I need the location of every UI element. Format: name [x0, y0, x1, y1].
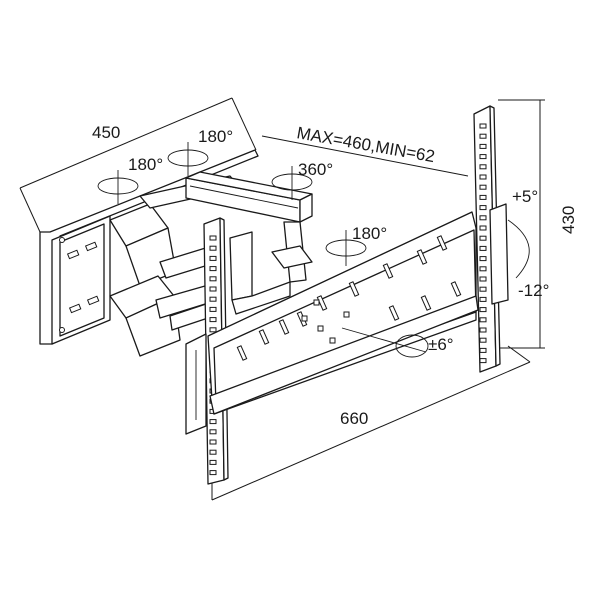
- mount-hole: [479, 205, 487, 211]
- mount-hole: [236, 345, 248, 361]
- mount-hole: [479, 154, 487, 160]
- mount-hole: [258, 329, 270, 345]
- arm-beam: [185, 171, 313, 223]
- mount-hole: [450, 281, 462, 297]
- rotation-icon-wall-b: [167, 142, 209, 176]
- mount-hole: [479, 235, 487, 241]
- mount-hole: [209, 296, 217, 302]
- mount-hole: [479, 266, 487, 272]
- tv-rail-right: [473, 105, 509, 373]
- wall-plate: [39, 149, 259, 345]
- mount-hole: [209, 327, 217, 333]
- mount-hole: [479, 276, 487, 282]
- mount-hole: [479, 307, 487, 313]
- mount-hole: [313, 299, 320, 306]
- label-rot-mid: 360°: [298, 160, 333, 179]
- label-height: 430: [559, 206, 578, 234]
- mount-hole: [301, 315, 308, 322]
- label-depth: 450: [92, 123, 120, 142]
- mount-hole: [479, 347, 487, 353]
- mount-hole: [479, 215, 487, 221]
- mount-hole: [479, 174, 487, 180]
- cross-plate: [207, 211, 479, 415]
- label-rot-wall-b: 180°: [198, 127, 233, 146]
- dimension-height: [498, 99, 545, 349]
- label-level: ±6°: [428, 335, 454, 354]
- mount-hole: [329, 337, 336, 344]
- mount-hole: [479, 337, 487, 343]
- mount-hole: [420, 295, 432, 311]
- mount-hole: [479, 327, 487, 333]
- level-icon: [341, 327, 429, 358]
- dimension-extension: [261, 135, 469, 177]
- arm-vertical-link: [229, 221, 313, 315]
- label-rot-head: 180°: [352, 224, 387, 243]
- mount-hole: [479, 245, 487, 251]
- mount-hole: [209, 245, 217, 251]
- mount-hole: [479, 133, 487, 139]
- rotation-icon-wall-a: [97, 170, 139, 204]
- mount-hole: [343, 311, 350, 318]
- mount-hole: [317, 325, 324, 332]
- mount-hole: [209, 235, 217, 241]
- mount-hole: [479, 317, 487, 323]
- mount-hole: [479, 286, 487, 292]
- mount-hole: [209, 449, 217, 455]
- dimension-depth: [19, 97, 257, 233]
- mount-hole: [278, 319, 290, 335]
- rotation-icon-head: [325, 230, 367, 266]
- mount-hole: [479, 296, 487, 302]
- rotation-icon-mid: [271, 166, 313, 200]
- mount-hole: [479, 164, 487, 170]
- mount-hole: [209, 306, 217, 312]
- mount-hole: [479, 194, 487, 200]
- mount-hole: [479, 358, 487, 364]
- mount-hole: [209, 459, 217, 465]
- mount-hole: [316, 295, 328, 311]
- mount-hole: [416, 249, 428, 265]
- label-tilt-up: +5°: [512, 187, 538, 206]
- mount-hole: [209, 276, 217, 282]
- mount-hole: [382, 263, 394, 279]
- mount-hole: [479, 184, 487, 190]
- label-tilt-down: -12°: [518, 281, 549, 300]
- mount-hole: [479, 225, 487, 231]
- mount-hole: [209, 286, 217, 292]
- mount-hole: [388, 305, 400, 321]
- mount-hole: [209, 266, 217, 272]
- mount-hole: [348, 281, 360, 297]
- mount-hole: [209, 470, 217, 476]
- label-width: 660: [340, 409, 368, 428]
- mount-hole: [209, 317, 217, 323]
- mount-hole: [209, 439, 217, 445]
- mount-hole: [209, 255, 217, 261]
- tilt-arc-icon: [507, 219, 530, 279]
- mount-hole: [479, 256, 487, 262]
- mount-hole: [209, 419, 217, 425]
- mount-hole: [479, 123, 487, 129]
- mount-hole: [436, 235, 448, 251]
- mount-hole: [209, 429, 217, 435]
- mount-hole: [479, 143, 487, 149]
- label-rot-wall-a: 180°: [128, 155, 163, 174]
